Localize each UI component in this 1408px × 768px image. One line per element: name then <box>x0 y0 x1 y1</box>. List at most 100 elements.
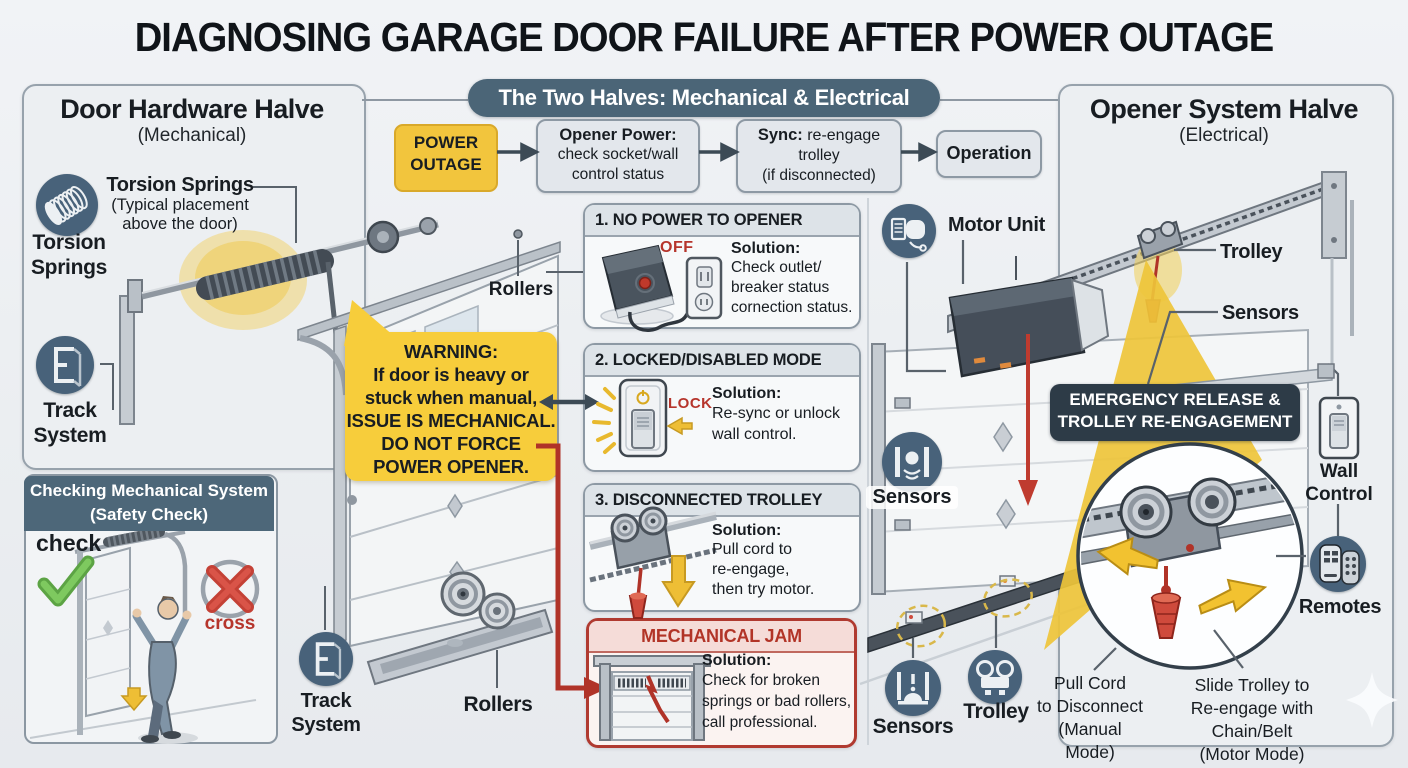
pull-cord-caption: Pull Cord to Disconnect (Manual Mode) <box>1034 672 1146 764</box>
safety-check-illustration <box>29 527 257 744</box>
safety-title2: (Safety Check) <box>89 505 209 524</box>
pull-cord-line2: to Disconnect <box>1036 696 1144 716</box>
step2-solution-label: Solution: <box>712 385 782 402</box>
step1-title: 1. NO POWER TO OPENER <box>585 205 859 237</box>
step1-solution-label: Solution: <box>731 240 801 257</box>
torsion-springs-icon-glyph <box>44 185 88 225</box>
power-outage-line1: POWER <box>413 133 479 152</box>
torsion-springs-icon <box>36 174 98 236</box>
remotes-icon <box>1310 536 1366 592</box>
warning-line3: stuck when manual, <box>364 387 538 408</box>
remotes-icon-glyph <box>1319 544 1360 585</box>
sensors-icon <box>882 432 942 492</box>
sync-line2: trolley <box>798 147 840 164</box>
motor-unit-icon <box>882 204 936 258</box>
track-system-icon-bottom <box>299 632 353 686</box>
wall-control-line2: Control <box>1305 484 1373 505</box>
step2-line1: Re-sync or unlock <box>712 405 841 422</box>
wall-control-illustration <box>1318 396 1360 460</box>
right-label-connectors <box>905 240 1340 671</box>
step1-solution: Solution: Check outlet/ breaker status c… <box>731 240 861 318</box>
sensors-bottom-label: Sensors <box>872 715 954 738</box>
slide-line1: Slide Trolley to <box>1194 675 1310 695</box>
torsion-callout: Torsion Springs (Typical placement above… <box>96 174 264 234</box>
sparkle-decoration <box>1346 672 1398 728</box>
trolley-magnifier-illustration <box>1076 442 1304 670</box>
sensors-bottom-icon <box>885 660 941 716</box>
rollers-bottom-label: Rollers <box>463 693 533 716</box>
track-icon-line1: Track <box>43 399 97 422</box>
pull-cord-line1: Pull Cord <box>1054 673 1126 693</box>
pull-cord-line3: (Manual Mode) <box>1058 719 1122 762</box>
motor-unit-icon-glyph <box>890 217 927 252</box>
warning-line6: POWER OPENER. <box>373 456 529 477</box>
remotes-label: Remotes <box>1298 596 1382 618</box>
trolley-top-label: Trolley <box>1220 241 1283 263</box>
step2-line2: wall control. <box>712 426 797 443</box>
slide-line3: (Motor Mode) <box>1199 744 1305 764</box>
jam-solution-label: Solution: <box>702 652 772 669</box>
flow-power-outage-box: POWER OUTAGE <box>394 124 498 192</box>
torsion-callout-note1: (Typical placement <box>111 196 249 214</box>
mechanical-jam-title: MECHANICAL JAM <box>589 621 854 653</box>
warning-line5: DO NOT FORCE <box>381 433 521 454</box>
rollers-rail-illustration <box>366 571 554 686</box>
two-halves-banner: The Two Halves: Mechanical & Electrical <box>468 79 940 117</box>
torsion-callout-note2: above the door) <box>122 215 238 233</box>
torsion-icon-line1: Torsion <box>32 231 106 254</box>
track-bottom-line2: System <box>291 714 361 736</box>
rollers-top-label: Rollers <box>488 279 554 300</box>
track-icon-label: Track System <box>8 398 132 448</box>
sensors-icon-glyph <box>895 447 929 480</box>
track-bottom-label: Track System <box>288 689 364 737</box>
left-panel-title: Door Hardware Halve <box>60 94 324 124</box>
warning-line2: If door is heavy or <box>373 364 529 385</box>
right-panel-title: Opener System Halve <box>1089 94 1359 124</box>
step2-solution: Solution: Re-sync or unlock wall control… <box>712 385 852 445</box>
step3-line3: then try motor. <box>712 581 815 598</box>
jam-line2: springs or bad rollers, <box>702 693 852 710</box>
step1-line3: cornection status. <box>731 299 853 316</box>
torsion-icon-line2: Springs <box>30 256 108 279</box>
emergency-line1: EMERGENCY RELEASE & <box>1069 390 1281 409</box>
step3-line2: re-engage, <box>712 561 790 578</box>
step1-line1: Check outlet/ <box>731 259 822 276</box>
flow-operation-box: Operation <box>936 130 1042 178</box>
sync-bold: Sync: <box>757 126 803 144</box>
warning-line4: ISSUE IS MECHANICAL. <box>346 410 556 431</box>
step3-title: 3. DISCONNECTED TROLLEY <box>585 485 859 517</box>
track-icon-line2: System <box>33 424 107 447</box>
cross-mark <box>200 559 260 619</box>
lock-tag: LOCK <box>668 395 713 412</box>
wall-control-line1: Wall <box>1319 461 1359 482</box>
left-panel-subtitle: (Mechanical) <box>137 125 247 146</box>
opener-power-line3: control status <box>571 166 665 183</box>
emergency-release-badge: EMERGENCY RELEASE & TROLLEY RE-ENGAGEMEN… <box>1050 384 1300 441</box>
track-system-icon <box>36 336 94 394</box>
step3-line1: Pull cord to <box>712 541 793 558</box>
slide-line2: Re-engage with Chain/Belt <box>1190 698 1314 741</box>
step1-line2: breaker status <box>731 279 830 296</box>
step3-solution: Solution: Pull cord to re-engage, then t… <box>712 522 852 600</box>
trolley-bottom-icon-glyph <box>976 660 1014 695</box>
off-tag: OFF <box>660 239 694 256</box>
jam-solution: Solution: Check for broken springs or ba… <box>702 652 854 733</box>
check-mark <box>37 555 95 607</box>
jam-line3: call professional. <box>702 714 818 731</box>
sensors-bottom-icon-glyph <box>897 672 929 705</box>
track-system-bottom-glyph <box>315 642 342 680</box>
track-system-icon-glyph <box>54 347 82 387</box>
track-bottom-line1: Track <box>300 690 352 712</box>
step2-title: 2. LOCKED/DISABLED MODE <box>585 345 859 377</box>
left-label-connectors <box>100 186 583 688</box>
torsion-callout-title: Torsion Springs <box>106 174 254 196</box>
power-outage-line2: OUTAGE <box>410 155 482 174</box>
safety-title1: Checking Mechanical System <box>29 481 269 500</box>
step3-solution-label: Solution: <box>712 522 782 539</box>
opener-power-bold: Opener Power: <box>559 126 677 144</box>
warning-callout: WARNING: If door is heavy or stuck when … <box>345 332 557 481</box>
jam-line1: Check for broken <box>702 672 821 689</box>
step3-panel: 3. DISCONNECTED TROLLEY <box>583 483 861 612</box>
